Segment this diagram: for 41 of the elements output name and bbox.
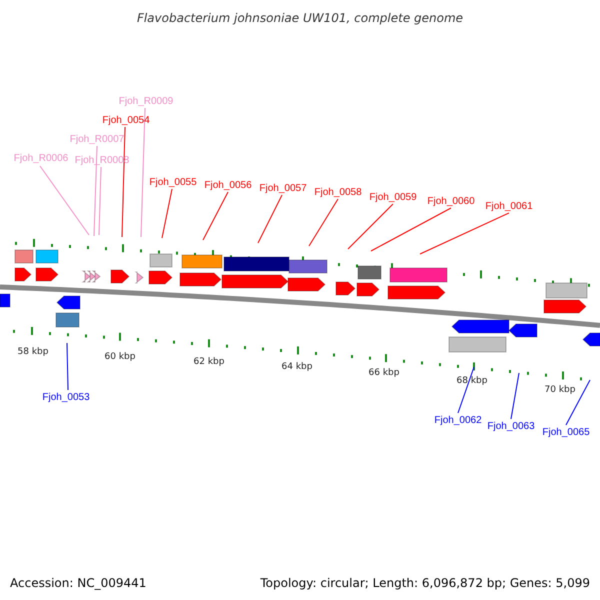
gene-label: Fjoh_0055 bbox=[149, 176, 197, 189]
leader-line bbox=[122, 126, 126, 238]
leader-line bbox=[162, 188, 172, 238]
leader-line bbox=[510, 372, 520, 420]
gene-label: Fjoh_0065 bbox=[542, 426, 590, 439]
leader-line bbox=[40, 166, 90, 236]
gene-label: Fjoh_0061 bbox=[485, 200, 533, 213]
gene-label: Fjoh_0062 bbox=[434, 414, 482, 427]
leader-line bbox=[566, 380, 590, 426]
leader-line bbox=[98, 166, 102, 236]
gene-label: Fjoh_R0007 bbox=[70, 133, 124, 146]
leader-line bbox=[140, 108, 146, 238]
gene-label: Fjoh_R0009 bbox=[118, 95, 174, 108]
leader-line bbox=[420, 212, 510, 254]
scale-label: 66 kbp bbox=[368, 367, 400, 380]
scale-label: 70 kbp bbox=[544, 384, 576, 397]
scale-label: 62 kbp bbox=[194, 356, 224, 369]
scale-label: 68 kbp bbox=[456, 375, 488, 388]
leader-line bbox=[202, 192, 228, 240]
gene-label: Fjoh_0063 bbox=[487, 420, 535, 433]
gene-label: Fjoh_0056 bbox=[204, 179, 252, 192]
gene-label: Fjoh_0058 bbox=[314, 186, 362, 199]
gene-label: Fjoh_0054 bbox=[102, 114, 150, 127]
genome-info-text: Topology: circular; Length: 6,096,872 bp; Genes: 5,099 bbox=[260, 575, 590, 592]
leader-line bbox=[348, 204, 394, 250]
gene-label: Fjoh_0053 bbox=[42, 391, 90, 404]
scale-label: 64 kbp bbox=[282, 361, 312, 374]
leader-line bbox=[258, 194, 282, 244]
scale-label: 58 kbp bbox=[18, 346, 48, 359]
title: Flavobacterium johnsoniae UW101, complete genome bbox=[136, 10, 464, 27]
leader-line bbox=[458, 366, 474, 414]
gene-label: Fjoh_0057 bbox=[259, 182, 307, 195]
gene-label: Fjoh_0059 bbox=[369, 191, 417, 204]
leader-line bbox=[66, 342, 68, 390]
leader-line bbox=[94, 146, 98, 236]
accession-text: Accession: NC_009441 bbox=[10, 575, 146, 592]
gene-label: Fjoh_0060 bbox=[427, 195, 475, 208]
leader-line bbox=[370, 208, 452, 252]
leader-line bbox=[308, 198, 338, 246]
scale-label: 60 kbp bbox=[104, 351, 136, 364]
gene-label: Fjoh_R0006 bbox=[14, 152, 68, 165]
